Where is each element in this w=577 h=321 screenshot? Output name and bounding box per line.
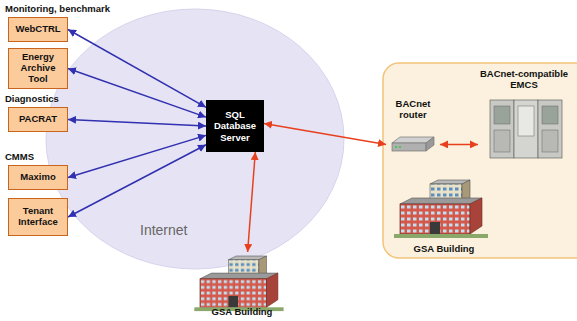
router-icon [392,137,434,151]
connector-arrow [68,135,206,177]
node-label: GSA Building [212,306,273,317]
controller-cabinets-icon [490,100,562,158]
node-label: PACRAT [19,114,57,125]
cloud-ellipse [46,9,344,269]
category-label: Diagnostics [5,93,59,104]
connector-arrow [248,152,256,252]
connector-arrow [68,120,206,127]
node-label: BACnet-compatible EMCS [478,68,570,91]
building-icon [394,180,488,238]
node-label: SQL Database Server [209,109,261,143]
category-label: CMMS [5,151,34,162]
building-node: GSA Building [186,252,298,319]
database-server-box: SQL Database Server [206,100,264,152]
connector-arrow [68,145,206,217]
application-box: Tenant Interface [8,198,68,236]
region-label: Internet [140,222,187,238]
application-box: WebCTRL [8,17,68,42]
application-box: Energy Archive Tool [8,48,68,89]
building-panel [383,63,577,258]
node-label: Tenant Interface [12,206,64,228]
building-icon [194,256,283,311]
node-label: Maximo [20,172,55,183]
building-node: GSA Building [392,176,496,256]
application-box: PACRAT [8,107,68,132]
node-label: GSA Building [414,243,475,254]
router-node: BACnet router [386,98,440,156]
connector-arrow [68,69,206,118]
node-label: WebCTRL [15,24,60,35]
controller-node: BACnet-compatible EMCS [478,68,570,164]
connector-arrow [68,30,206,108]
node-label: Energy Archive Tool [12,52,64,85]
application-box: Maximo [8,165,68,190]
connector-arrow [440,144,478,146]
node-label: BACnet router [386,98,440,121]
connector-arrow [264,123,386,144]
category-label: Monitoring, benchmark [5,3,110,14]
